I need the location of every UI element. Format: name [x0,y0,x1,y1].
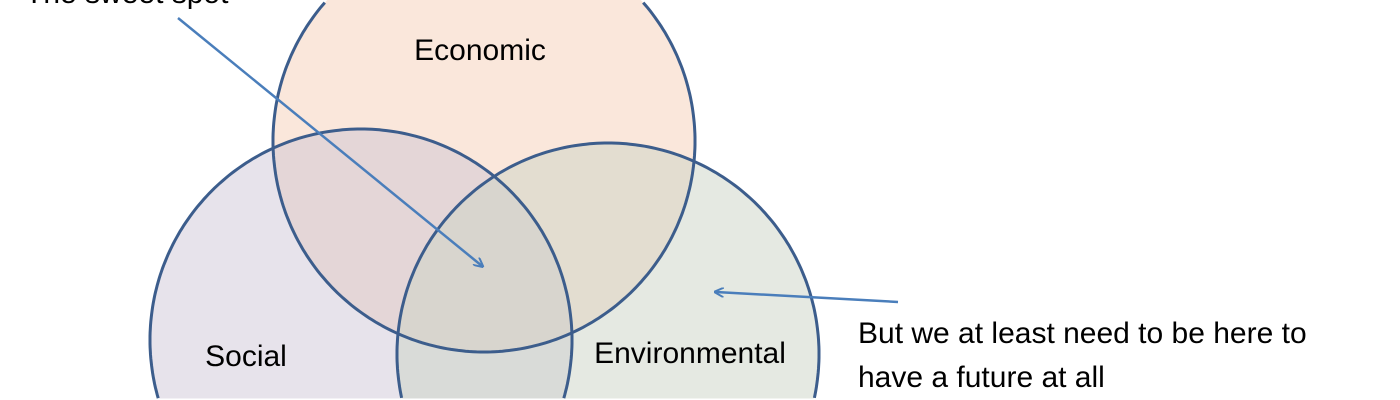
environmental-circle [397,143,819,399]
social-circle-outline [148,127,574,399]
environmental-arrow [716,292,899,304]
annotation-right-line2: have a future at all [858,361,1105,394]
social-label: Social [205,340,287,373]
environmental-label: Environmental [594,337,786,370]
annotation-right-line1: But we at least need to be here to [858,317,1307,350]
environmental-circle-outline [395,141,821,399]
economic-label: Economic [414,34,546,67]
sweet-spot-arrow [177,17,482,266]
economic-circle-outline [271,1,697,354]
sweet-spot-annotation: The sweet spot [25,0,229,10]
